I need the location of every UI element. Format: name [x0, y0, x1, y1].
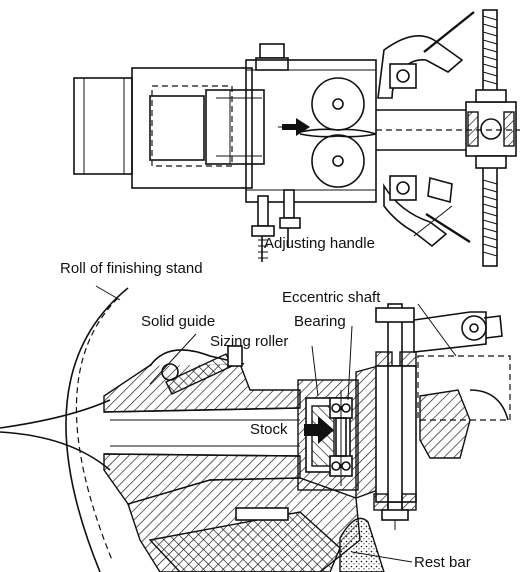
label-roll-of-finishing-stand: Roll of finishing stand — [60, 260, 203, 277]
finishing-roll-outline — [65, 287, 129, 572]
top-lower-lever — [383, 183, 448, 248]
top-roller-housing — [245, 59, 377, 203]
label-bearing: Bearing — [294, 313, 346, 330]
top-upper-roller — [311, 77, 365, 131]
label-rest-bar: Rest bar — [414, 554, 471, 571]
top-stock-arrow — [282, 118, 310, 136]
label-stock: Stock — [250, 421, 288, 438]
label-sizing-roller: Sizing roller — [210, 333, 288, 350]
label-solid-guide: Solid guide — [141, 313, 215, 330]
rest-bar — [339, 517, 385, 572]
top-shank — [73, 77, 133, 175]
section-view — [0, 285, 511, 572]
top-upper-lever — [377, 34, 464, 99]
top-body — [131, 67, 253, 189]
label-adjusting-handle: Adjusting handle — [264, 235, 375, 252]
top-view — [73, 9, 520, 267]
stock-arrow — [304, 416, 334, 444]
top-lower-roller — [311, 134, 365, 188]
label-eccentric-shaft: Eccentric shaft — [282, 289, 381, 306]
